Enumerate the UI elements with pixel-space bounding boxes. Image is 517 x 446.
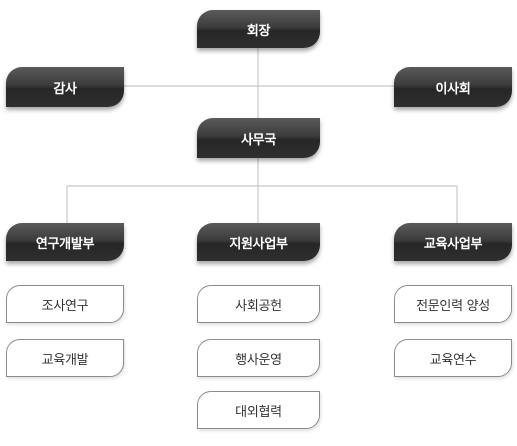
node-chairman: 회장	[197, 10, 320, 48]
node-dept-research: 연구개발부	[6, 223, 124, 261]
item-education-training: 교육연수	[394, 339, 512, 377]
item-research-survey: 조사연구	[6, 285, 124, 323]
item-support-external: 대외협력	[197, 391, 320, 429]
node-secretariat: 사무국	[197, 118, 320, 158]
node-auditor: 감사	[6, 67, 124, 107]
item-support-social: 사회공헌	[197, 285, 320, 323]
node-dept-support: 지원사업부	[197, 223, 320, 261]
node-dept-education: 교육사업부	[394, 223, 512, 261]
item-support-events: 행사운영	[197, 339, 320, 377]
node-board: 이사회	[394, 67, 512, 107]
item-education-experts: 전문인력 양성	[394, 285, 512, 323]
item-research-edu-dev: 교육개발	[6, 339, 124, 377]
